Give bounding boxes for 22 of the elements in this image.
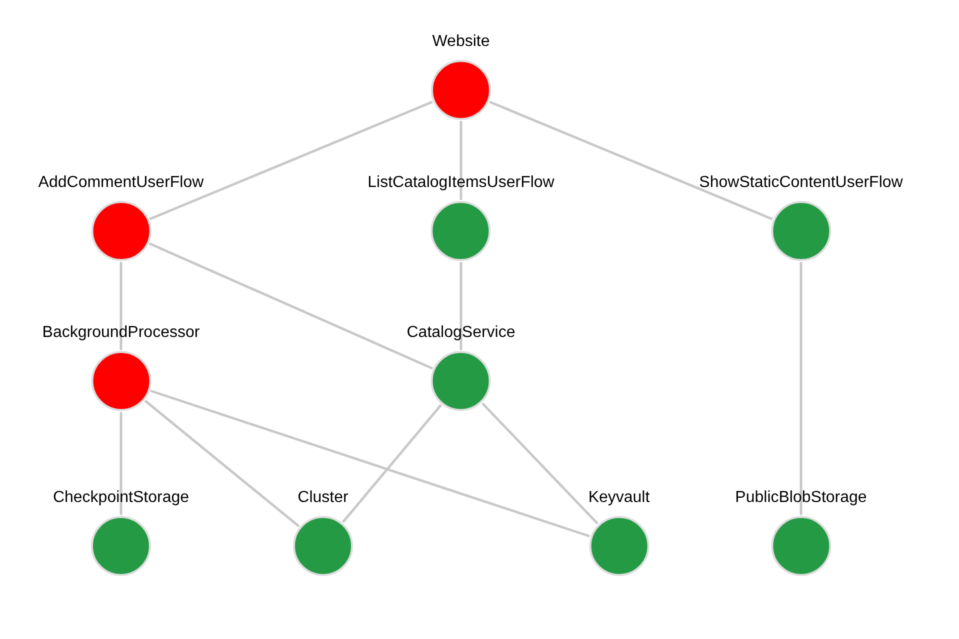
connector-line bbox=[120, 262, 122, 350]
connector-line bbox=[342, 404, 442, 524]
connector-line bbox=[460, 262, 462, 350]
connector-line bbox=[150, 390, 590, 538]
node-label: CheckpointStorage bbox=[52, 489, 190, 507]
node-label: Keyvault bbox=[588, 489, 650, 507]
node-label: BackgroundProcessor bbox=[42, 324, 200, 342]
connector-line bbox=[800, 262, 802, 515]
connector-line bbox=[489, 100, 773, 220]
connector-line bbox=[148, 242, 434, 370]
node-label: ListCatalogItemsUserFlow bbox=[368, 174, 554, 192]
node-label: Cluster bbox=[298, 489, 348, 507]
connector-line bbox=[149, 100, 433, 220]
connector-line bbox=[460, 121, 462, 200]
node-label: Website bbox=[432, 33, 490, 51]
node-label: CatalogService bbox=[406, 324, 516, 342]
connector-line bbox=[120, 412, 122, 515]
node-label: ShowStaticContentUserFlow bbox=[699, 174, 903, 192]
node-label: PublicBlobStorage bbox=[735, 489, 867, 507]
node-label: AddCommentUserFlow bbox=[38, 174, 204, 192]
connector-line bbox=[144, 400, 300, 528]
connector-line bbox=[482, 402, 598, 524]
